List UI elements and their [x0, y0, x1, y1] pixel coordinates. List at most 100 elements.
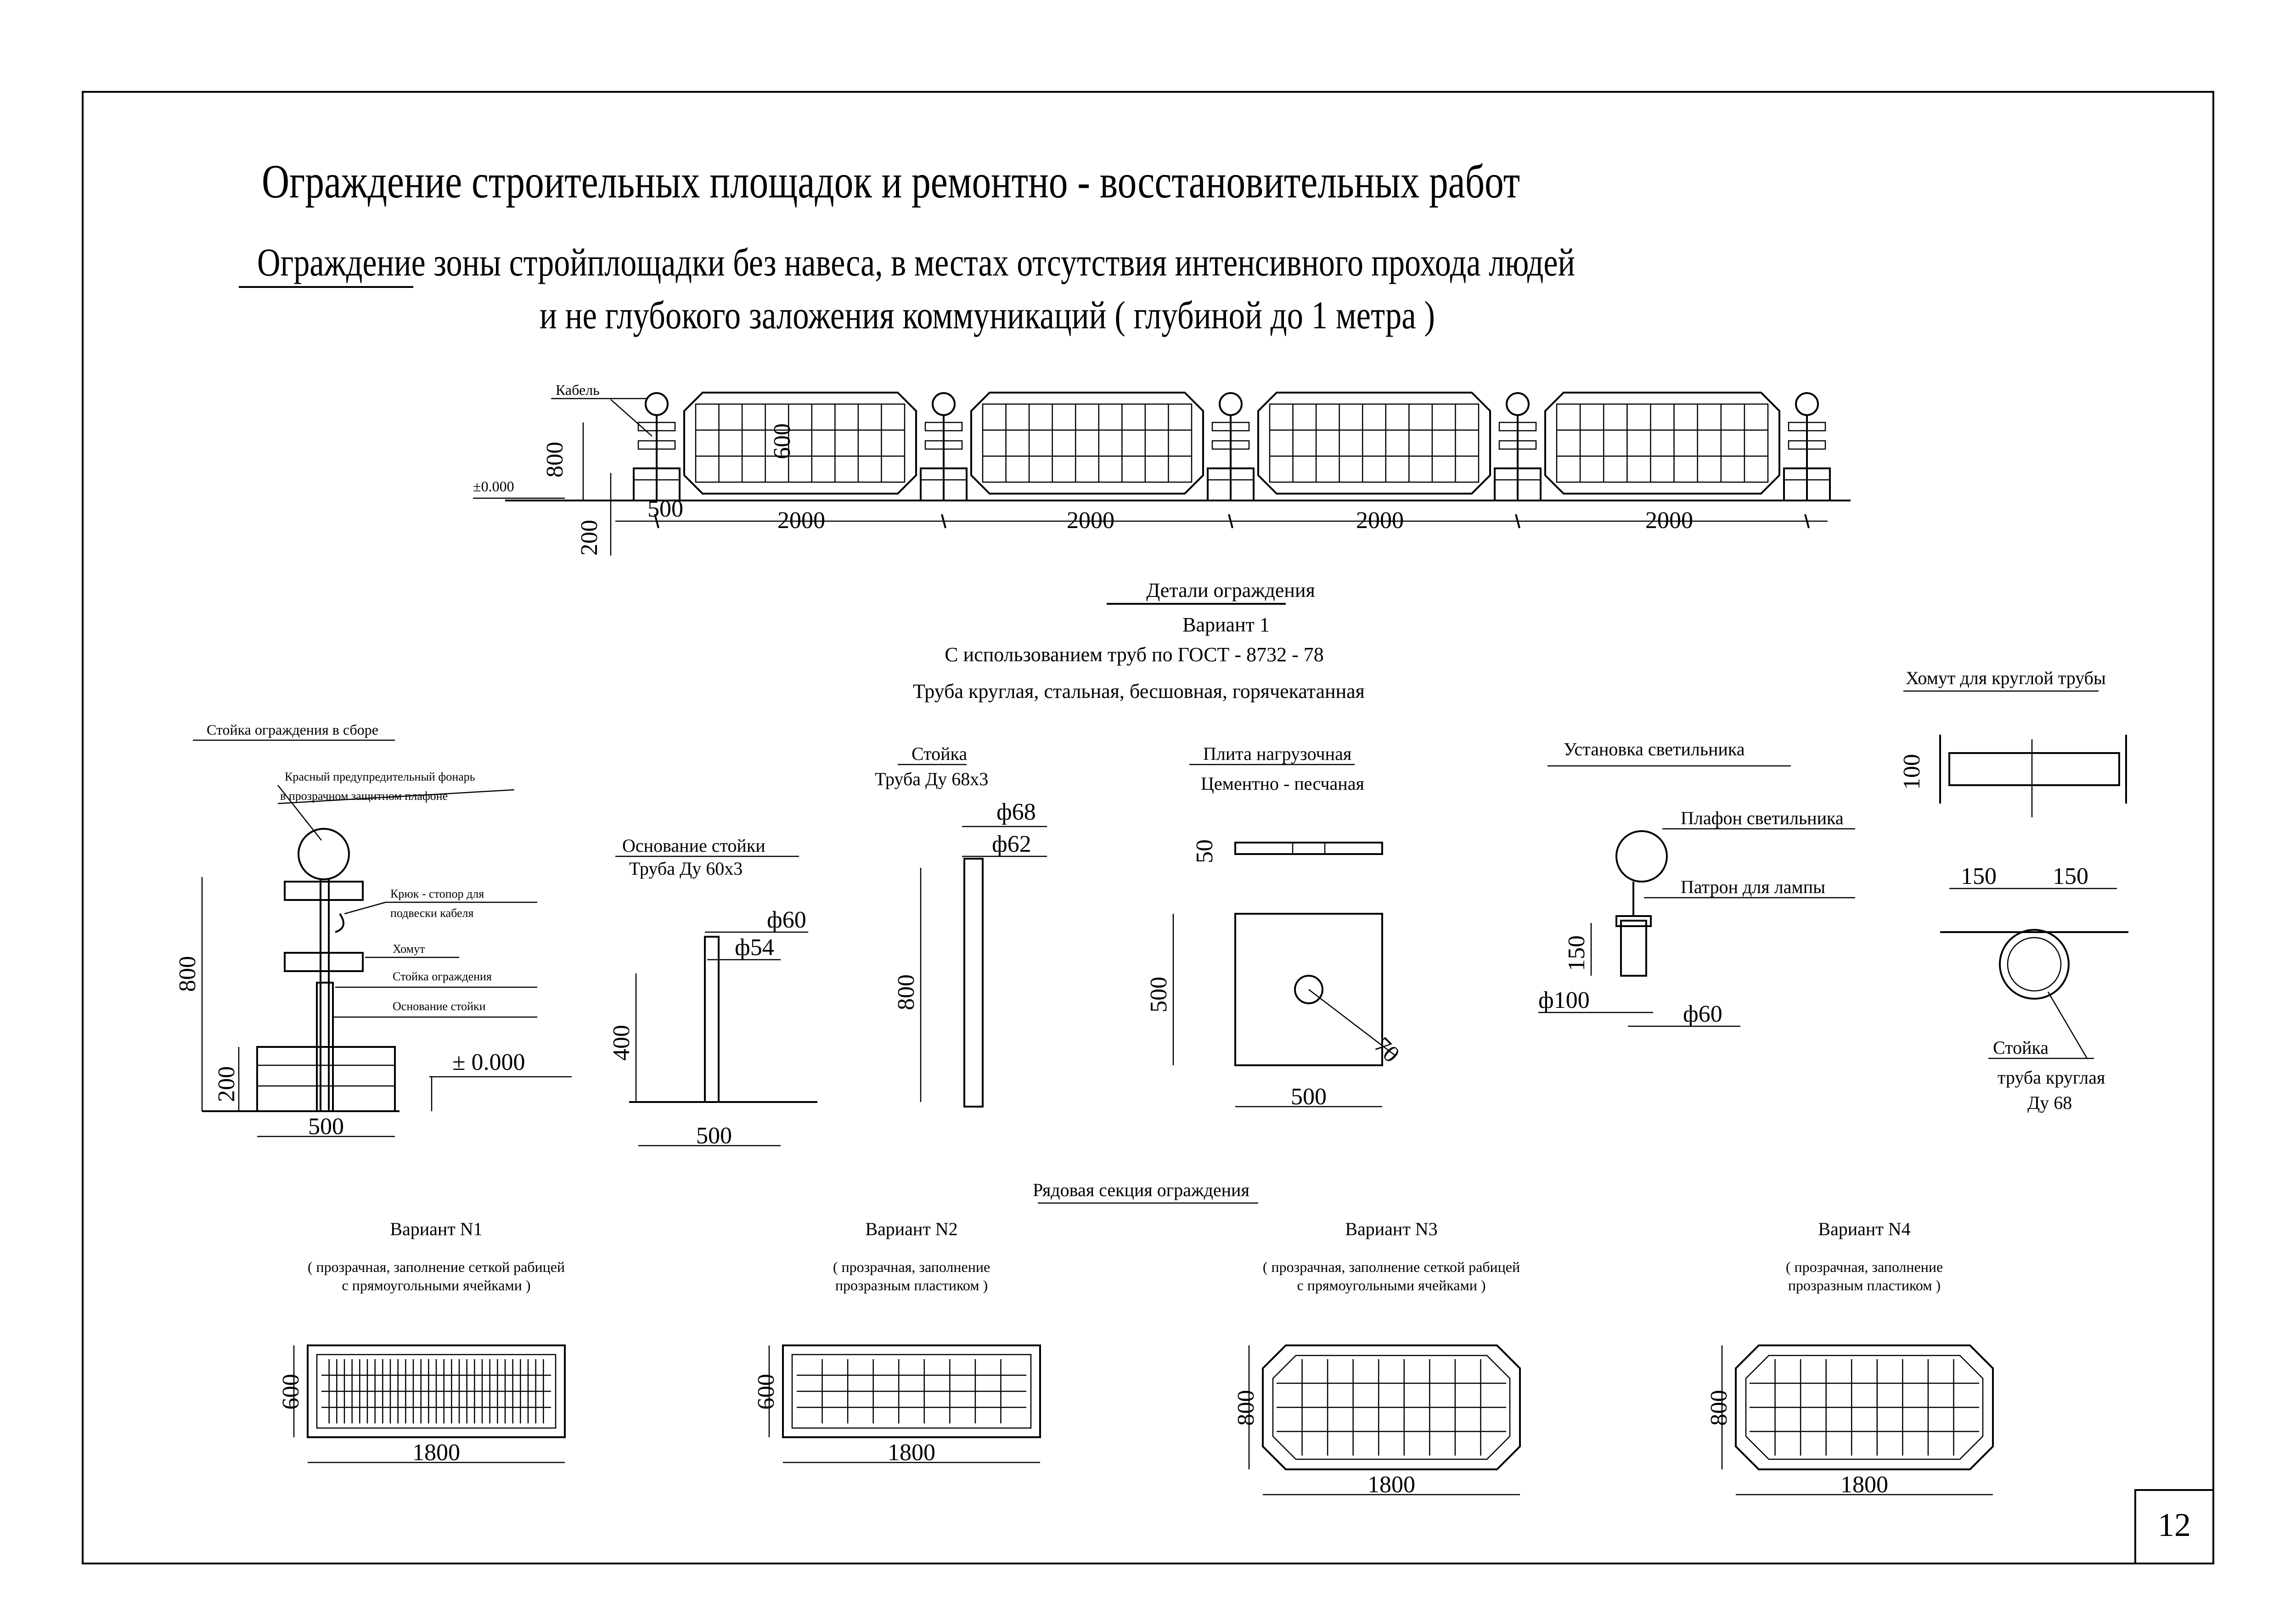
- clamp-pipe-label-2: Ду 68: [2027, 1092, 2072, 1113]
- lamp-d60: ф60: [1683, 1001, 1722, 1027]
- plate-dim-50: 50: [1192, 839, 1218, 863]
- clamp-upper: [284, 881, 364, 901]
- post-pipe: Труба Ду 68х3: [875, 769, 988, 789]
- clamp-post-pointer: [2047, 991, 2088, 1059]
- section-variant: Вариант N1( прозрачная, заполнение сетко…: [278, 1219, 566, 1466]
- hook-label-2: подвески кабеля: [390, 906, 473, 920]
- variant-desc-1: ( прозрачная, заполнение: [1786, 1259, 1943, 1275]
- details-variant: Вариант 1: [1182, 613, 1270, 636]
- variant-title: Вариант N3: [1345, 1219, 1437, 1239]
- post-clamp: [1498, 440, 1537, 450]
- span-4: 2000: [1645, 507, 1693, 534]
- variant-title: Вариант N2: [865, 1219, 957, 1239]
- clamp-detail: Хомут для круглой трубы 100 150 150 Стой…: [1899, 668, 2128, 1113]
- level-label: ±0.000: [473, 478, 514, 495]
- clamp-pipe-circle: [1999, 929, 2070, 1000]
- section-height-dim: 600: [753, 1374, 779, 1410]
- section-height-dim: 800: [1233, 1390, 1259, 1426]
- fence-panel: [1544, 392, 1780, 495]
- variant-desc-2: с прямоугольными ячейками ): [342, 1277, 531, 1293]
- post-clamp: [637, 440, 676, 450]
- load-plate-detail: Плита нагрузочная Цементно - песчаная 50…: [1146, 743, 1405, 1110]
- section-infill: [1272, 1355, 1511, 1460]
- section-frame: [1262, 1344, 1521, 1470]
- clamp-dim-100: 100: [1899, 754, 1925, 790]
- dim-tick: [1804, 514, 1810, 529]
- cable-label: Кабель: [556, 382, 600, 398]
- cable-hook: [335, 913, 344, 933]
- post-base-detail: Основание стойки Труба Ду 60х3 ф60 ф54 4…: [608, 835, 817, 1149]
- variant-title: Вариант N1: [390, 1219, 482, 1239]
- post-lamp: [1506, 392, 1530, 416]
- section-frame: [782, 1344, 1041, 1438]
- details-heading: Детали ограждения: [1146, 579, 1315, 602]
- section-infill: [1745, 1355, 1984, 1460]
- section-infill: [791, 1354, 1032, 1429]
- post-lamp: [645, 392, 669, 416]
- plate-side: [1234, 842, 1383, 855]
- page-number: 12: [2158, 1507, 2191, 1543]
- base-d54: ф54: [735, 934, 774, 961]
- section-frame: [1735, 1344, 1994, 1470]
- post-lamp: [932, 392, 956, 416]
- section-width-dim: 1800: [412, 1440, 460, 1466]
- span-3: 2000: [1356, 507, 1404, 534]
- base-dim-500: 500: [696, 1123, 732, 1149]
- post-clamp: [924, 422, 963, 432]
- section-height-dim: 600: [278, 1374, 304, 1410]
- panel-infill: [695, 403, 906, 483]
- subtitle-line-2: и не глубокого заложения коммуникаций ( …: [540, 293, 1435, 337]
- section-variant: Вариант N3 ( прозрачная, заполнение сетко…: [1233, 1219, 1521, 1498]
- lamp-socket: [1620, 920, 1647, 977]
- subtitle-line-1: Ограждение зоны стройплощадки без навеса…: [257, 240, 1575, 284]
- section-heading: Рядовая секция ограждения: [1033, 1180, 1249, 1200]
- dim-tick: [1515, 514, 1520, 529]
- clamp-side: [1948, 752, 2120, 786]
- variant-desc-1: ( прозрачная, заполнение сеткой рабицей: [1263, 1259, 1520, 1275]
- post-pipe-shape: [963, 858, 984, 1108]
- dim-500: 500: [647, 496, 683, 522]
- base-pipe: [704, 936, 720, 1103]
- clamp-dim-150-left: 150: [1961, 863, 1997, 889]
- clamp-lower: [284, 952, 364, 972]
- clamp-pipe-inner: [2007, 937, 2062, 992]
- plate-dim-70: 70: [1369, 1032, 1405, 1068]
- warning-lamp-globe: [298, 828, 350, 880]
- base-dim-400: 400: [608, 1025, 635, 1061]
- lamp-install-title: Установка светильника: [1564, 739, 1745, 759]
- details-pipe: Труба круглая, стальная, бесшовная, горя…: [913, 680, 1365, 703]
- shade-label: Плафон светильника: [1681, 808, 1844, 828]
- section-infill: [316, 1354, 557, 1429]
- variant-title: Вариант N4: [1818, 1219, 1910, 1239]
- lamp-shade: [1615, 830, 1668, 883]
- post-detail: Стойка Труба Ду 68х3 ф68 ф62 800: [875, 743, 1047, 1108]
- variant-desc-2: с прямоугольными ячейками ): [1297, 1277, 1486, 1293]
- section-height-dim: 800: [1706, 1390, 1732, 1426]
- variant-desc-1: ( прозрачная, заполнение: [833, 1259, 990, 1275]
- post-lamp: [1219, 392, 1243, 416]
- plate-hole: [1294, 975, 1323, 1004]
- base-block: [256, 1046, 396, 1112]
- post-clamp: [1498, 422, 1537, 432]
- load-plate-title: Плита нагрузочная: [1203, 743, 1351, 764]
- post-d62: ф62: [992, 831, 1031, 857]
- post-clamp: [1211, 422, 1250, 432]
- lamp-dim-150: 150: [1564, 935, 1590, 971]
- dim-200-assembly: 200: [214, 1066, 240, 1102]
- level-assembly: ± 0.000: [452, 1049, 525, 1075]
- post-label: Стойка ограждения: [393, 970, 492, 983]
- section-width-dim: 1800: [888, 1440, 935, 1466]
- span-1: 2000: [777, 507, 825, 534]
- dim-800-assembly: 800: [174, 956, 201, 992]
- dim-200: 200: [576, 520, 602, 556]
- plate-dim-500h: 500: [1291, 1084, 1327, 1110]
- cable-pointer: [610, 399, 653, 437]
- clamp-pipe-label-1: труба круглая: [1998, 1067, 2105, 1088]
- post-d68: ф68: [996, 799, 1036, 825]
- lamp-d100: ф100: [1538, 987, 1590, 1013]
- panel-infill: [982, 403, 1193, 483]
- section-width-dim: 1800: [1367, 1472, 1415, 1498]
- panel-infill: [1269, 403, 1480, 483]
- post-assembly-title: Стойка ограждения в сборе: [207, 721, 378, 738]
